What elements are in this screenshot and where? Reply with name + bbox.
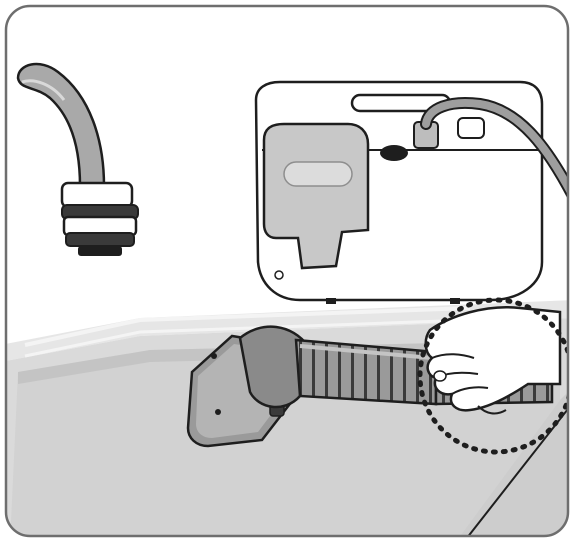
device [256,82,575,304]
